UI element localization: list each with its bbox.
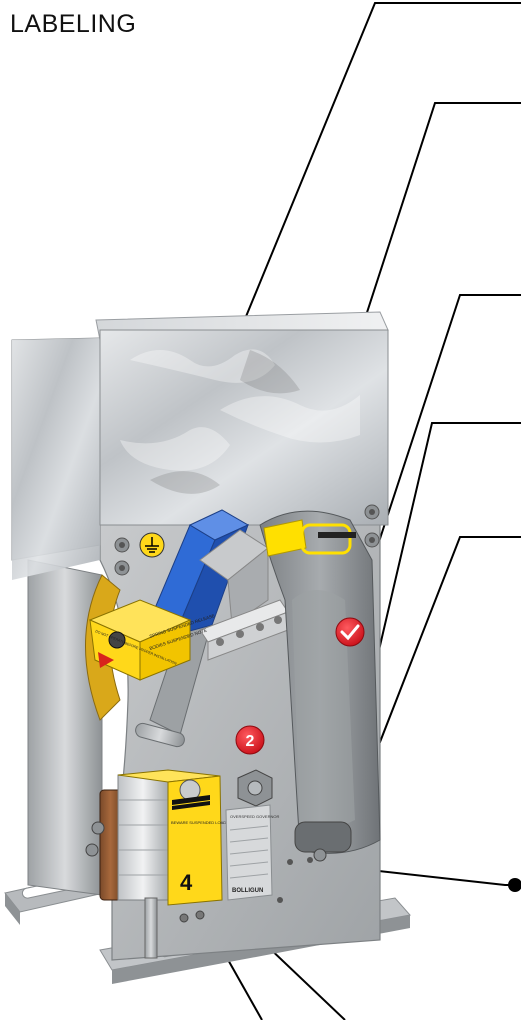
red-number-badge: 2 bbox=[235, 725, 265, 755]
red-badge-number: 2 bbox=[246, 733, 255, 750]
lever-pin bbox=[135, 722, 185, 748]
hex-nut bbox=[237, 769, 273, 807]
ground-symbol-icon bbox=[139, 532, 165, 558]
nameplate-brand: BOLLIGUN bbox=[232, 888, 263, 894]
coil-warning-text: BEWARE SUSPENDED LOAD ENERGY bbox=[171, 820, 245, 825]
safety-switch bbox=[149, 509, 269, 659]
coil-warning-number: 4 bbox=[180, 870, 193, 895]
yellow-tag-label bbox=[263, 519, 356, 557]
page-title: LABELING bbox=[10, 10, 137, 38]
nameplate-title: OVERSPEED GOVERNOR bbox=[230, 814, 279, 819]
red-check-badge bbox=[335, 617, 365, 647]
electromagnet: BEWARE SUSPENDED LOAD ENERGY 4 bbox=[99, 769, 245, 959]
governor-handle bbox=[259, 510, 381, 854]
nameplate-leader-dot bbox=[508, 878, 521, 892]
nameplate: OVERSPEED GOVERNOR BOLLIGUN bbox=[225, 804, 279, 901]
plate-bolts bbox=[85, 821, 327, 923]
mounting-screws bbox=[114, 504, 380, 576]
galvanized-cover bbox=[11, 311, 389, 580]
